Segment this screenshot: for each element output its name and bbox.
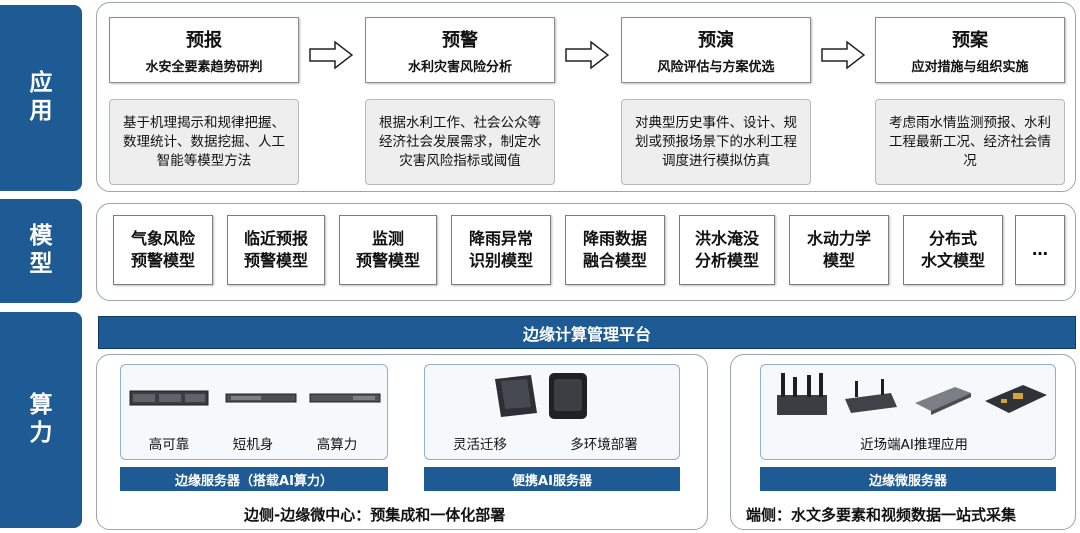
arrow-right-icon <box>309 41 353 69</box>
stage-forecast-desc: 基于机理揭示和规律把握、数理统计、数据挖掘、人工智能等模型方法 <box>109 99 299 185</box>
stage-title: 预报 <box>186 29 222 51</box>
model-name-line2: 预警模型 <box>130 251 195 270</box>
model-flood-inundation: 洪水淹没分析模型 <box>679 215 775 285</box>
caption-high-compute: 高算力 <box>316 437 358 453</box>
model-name-line1: 洪水淹没 <box>694 229 759 248</box>
portable-device-icon <box>495 375 537 417</box>
caption-multi-env-deploy: 多环境部署 <box>570 437 638 453</box>
compute-server-icon <box>309 393 381 403</box>
micro-server-label: 边缘微服务器 <box>760 467 1056 491</box>
model-name-line1: 降雨异常 <box>468 229 533 248</box>
model-hydrodynamics: 水动力学模型 <box>789 215 889 285</box>
stage-rehearsal-desc: 对典型历史事件、设计、规划或预报场景下的水利工程调度进行模拟仿真 <box>621 99 811 185</box>
portable-server-label: 便携AI服务器 <box>424 467 680 491</box>
model-name-line1: 水动力学 <box>806 229 871 248</box>
edge-side-footer: 边侧-边缘微中心：预集成和一体化部署 <box>244 506 506 524</box>
model-distributed-hydrology: 分布式水文模型 <box>903 215 1003 285</box>
model-name-line2: 融合模型 <box>582 251 647 270</box>
model-more-ellipsis: … <box>1032 240 1048 259</box>
caption-short-chassis: 短机身 <box>232 437 274 453</box>
model-name-line1: 降雨数据 <box>582 229 647 248</box>
band-label-model: 模型 <box>0 199 82 303</box>
stage-subtitle: 风险评估与方案优选 <box>657 59 775 75</box>
model-name-line2: 水文模型 <box>920 251 985 270</box>
edge-server-card: 高可靠 短机身 高算力 <box>120 364 388 460</box>
stage-subtitle: 水利灾害风险分析 <box>407 59 512 75</box>
portable-server-card: 灵活迁移 多环境部署 <box>424 364 680 460</box>
arrow-right-icon <box>565 41 609 69</box>
stage-warning-desc: 根据水利工作、社会公众等经济社会发展需求，制定水灾害风险指标或阈值 <box>365 99 555 185</box>
model-meteorological-risk: 气象风险预警模型 <box>113 215 213 285</box>
model-name-line2: 分析模型 <box>694 251 759 270</box>
stage-title: 预案 <box>952 29 988 51</box>
model-name-line1: 监测 <box>371 229 404 248</box>
stage-plan-desc: 考虑雨水情监测预报、水利工程最新工况、经济社会情况 <box>875 99 1065 185</box>
model-name-line1: 临近预报 <box>243 229 308 248</box>
model-name-line2: 模型 <box>822 251 855 270</box>
arrow-right-icon <box>821 41 865 69</box>
model-name-line2: 预警模型 <box>243 251 308 270</box>
stage-warning-header: 预警 水利灾害风险分析 <box>365 17 555 83</box>
caption-near-field-ai: 近场端AI推理应用 <box>860 437 968 453</box>
model-nowcasting: 临近预报预警模型 <box>227 215 325 285</box>
model-monitoring-warning: 监测预警模型 <box>339 215 437 285</box>
model-rainfall-anomaly: 降雨异常识别模型 <box>451 215 551 285</box>
model-more: … <box>1015 215 1065 285</box>
stage-subtitle: 应对措施与组织实施 <box>911 59 1029 75</box>
edge-server-label: 边缘服务器（搭载AI算力） <box>120 467 388 491</box>
caption-flexible-migration: 灵活迁移 <box>453 437 507 453</box>
micro-server-card: 近场端AI推理应用 <box>760 364 1056 460</box>
band-label-application: 应用 <box>0 5 82 191</box>
stage-rehearsal-header: 预演 风险评估与方案优选 <box>621 17 811 83</box>
stage-title: 预警 <box>442 29 478 51</box>
model-name-line1: 气象风险 <box>130 229 195 248</box>
application-panel: 预报 水安全要素趋势研判 基于机理揭示和规律把握、数理统计、数据挖掘、人工智能等… <box>96 2 1076 192</box>
model-name-line2: 识别模型 <box>468 251 533 270</box>
model-rainfall-fusion: 降雨数据融合模型 <box>565 215 665 285</box>
rack-server-icon <box>129 390 209 406</box>
edge-platform-bar: 边缘计算管理平台 <box>98 316 1076 349</box>
short-server-icon <box>225 393 297 403</box>
router-antenna-icon <box>777 373 827 415</box>
stage-subtitle: 水安全要素趋势研判 <box>145 59 263 75</box>
stage-plan-header: 预案 应对措施与组织实施 <box>875 17 1065 83</box>
device-side-footer: 端侧：水文多要素和视频数据一站式采集 <box>746 506 1017 524</box>
band-label-compute: 算力 <box>0 312 82 528</box>
gateway-device-icon <box>845 379 897 413</box>
stage-title: 预演 <box>698 29 734 51</box>
edge-box-icon <box>915 387 971 415</box>
model-name-line1: 分布式 <box>928 229 977 248</box>
stage-forecast-header: 预报 水安全要素趋势研判 <box>109 17 299 83</box>
circuit-board-icon <box>985 385 1047 413</box>
model-panel: 气象风险预警模型 临近预报预警模型 监测预警模型 降雨异常识别模型 降雨数据融合… <box>96 203 1076 301</box>
caption-high-reliability: 高可靠 <box>148 437 190 453</box>
portable-server-icon <box>549 373 587 419</box>
model-name-line2: 预警模型 <box>355 251 420 270</box>
